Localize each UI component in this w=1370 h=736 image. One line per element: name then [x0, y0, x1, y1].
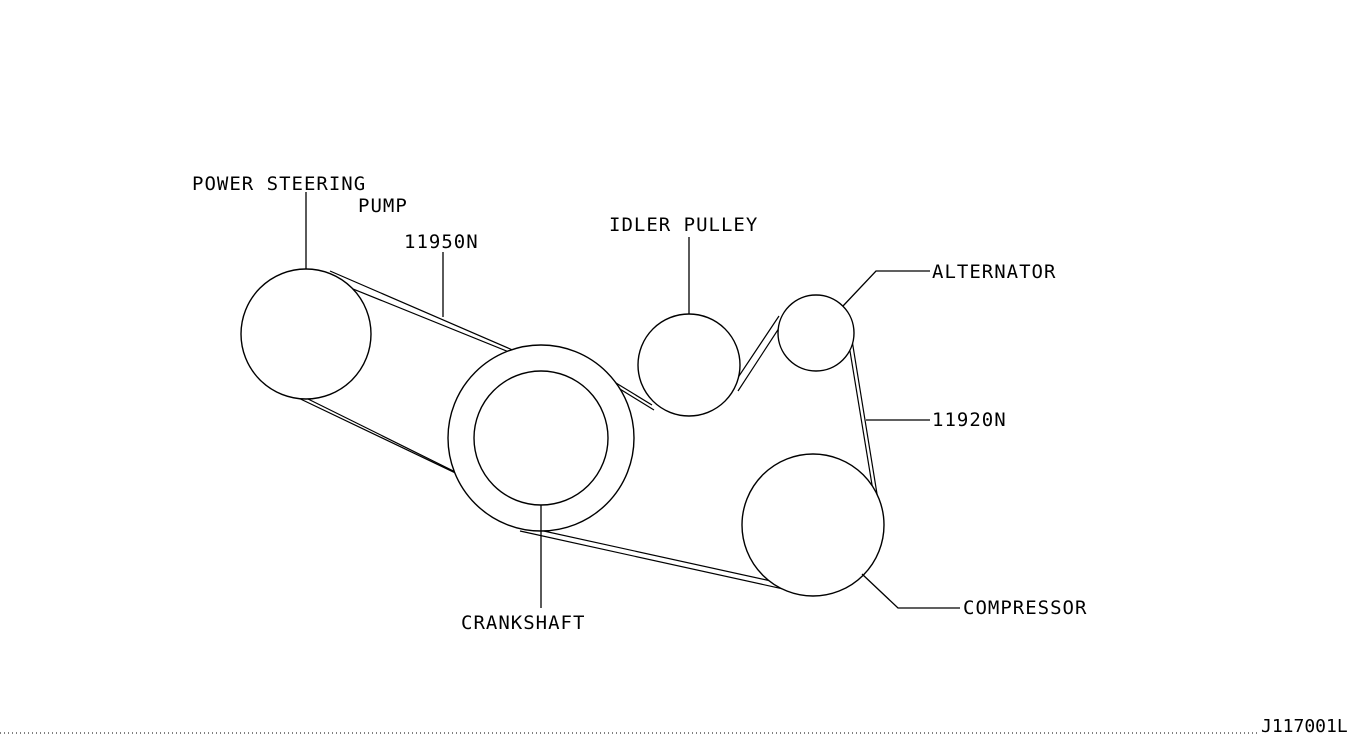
- leader-lines: [305, 192, 960, 609]
- drawing-code: J117001L: [1261, 716, 1348, 736]
- belt-11920n-label: 11920N: [932, 409, 1007, 431]
- compressor-pulley: [741, 453, 885, 597]
- belt-11950n-label: 11950N: [404, 231, 479, 253]
- crankshaft-label: CRANKSHAFT: [461, 612, 585, 634]
- alternator-pulley: [777, 294, 855, 372]
- compressor-label: COMPRESSOR: [963, 597, 1087, 619]
- power-steering-pump-pulley: [240, 268, 372, 400]
- power-steering-pump-label-line2: PUMP: [358, 195, 408, 217]
- alternator-label: ALTERNATOR: [932, 261, 1056, 283]
- idler-pulley-label: IDLER PULLEY: [609, 214, 758, 236]
- idler-pulley: [637, 313, 741, 417]
- crankshaft-inner-pulley: [473, 370, 609, 506]
- power-steering-pump-label-line1: POWER STEERING: [192, 173, 366, 195]
